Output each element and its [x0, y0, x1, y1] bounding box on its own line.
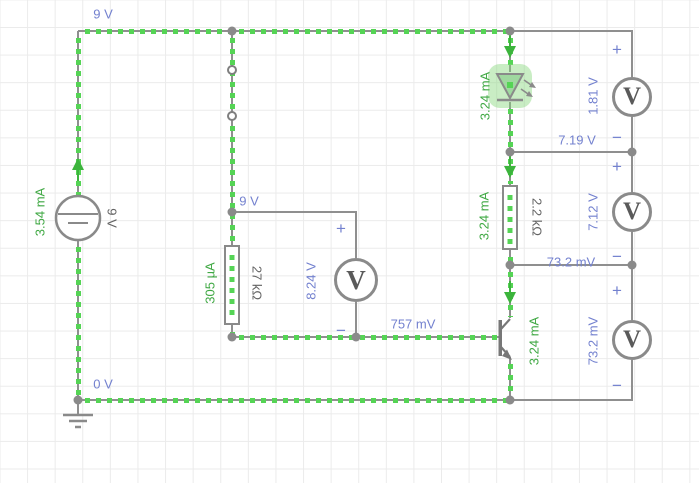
label-vm-led-reading: 1.81 V: [585, 77, 601, 115]
label-led-current: 3.24 mA: [477, 71, 493, 121]
voltmeter-r2[interactable]: V: [612, 192, 652, 232]
label-vm-r2-plus: +: [612, 157, 622, 176]
node-dot: [227, 26, 237, 36]
node-dot: [227, 332, 237, 342]
label-r2-current: 3.24 mA: [476, 191, 492, 241]
resistor-r2[interactable]: [502, 185, 518, 250]
label-rail-top-voltage: 9 V: [93, 6, 113, 22]
current-arrow-led: [504, 35, 516, 58]
node-dot: [227, 207, 237, 217]
label-source-value: 9 V: [104, 208, 120, 228]
led-current-spark: [507, 82, 513, 88]
r2-current-flow: [507, 189, 513, 246]
resistor-r1[interactable]: [224, 245, 240, 325]
node-dot: [505, 395, 515, 405]
wire-top-rail-meter-lead[interactable]: [511, 30, 633, 32]
voltmeter-led-symbol: V: [622, 83, 642, 110]
voltmeter-led[interactable]: V: [612, 77, 652, 117]
switch-post-bottom[interactable]: [227, 111, 237, 121]
voltmeter-r1-symbol: V: [346, 264, 366, 295]
label-vm-r1-minus: −: [336, 321, 346, 340]
wire-node-led-r2[interactable]: [510, 151, 633, 153]
voltmeter-ce-symbol: V: [622, 326, 642, 353]
label-vm-ce-minus: −: [612, 376, 622, 395]
wire-source-bottom[interactable]: [75, 240, 81, 400]
label-vm-led-minus: −: [612, 128, 622, 147]
wire-emitter[interactable]: [507, 357, 513, 400]
wire-led-bottom[interactable]: [507, 102, 513, 152]
node-dot: [627, 147, 637, 157]
wire-vm-r1-minus-lead[interactable]: [355, 302, 357, 337]
wire-vm-r1-top-lead[interactable]: [232, 211, 357, 213]
label-vm-r2-reading: 7.12 V: [585, 193, 601, 231]
wire-vm-r2-top-lead[interactable]: [631, 152, 633, 192]
wire-r2-bottom-stub[interactable]: [507, 250, 513, 265]
wire-bottom-rail[interactable]: [78, 397, 511, 403]
wire-vm-led-bottom-lead[interactable]: [631, 117, 633, 152]
label-vm-led-plus: +: [612, 40, 622, 59]
label-vm-ce-plus: +: [612, 281, 622, 300]
wire-node-collector[interactable]: [510, 264, 633, 266]
label-node-led-r2: 7.19 V: [558, 132, 596, 148]
label-node-r1-top: 9 V: [239, 193, 259, 209]
voltage-source[interactable]: [54, 194, 102, 242]
wire-vm-r1-plus-lead[interactable]: [355, 211, 357, 258]
label-r1-value: 27 kΩ: [249, 265, 265, 301]
current-arrow-source: [72, 158, 84, 181]
wire-r1-bottom-stub[interactable]: [229, 325, 235, 337]
wire-vm-ce-bottom-lead[interactable]: [631, 360, 633, 401]
voltmeter-r2-symbol: V: [622, 198, 642, 225]
transistor-npn[interactable]: [488, 312, 522, 364]
label-vm-r1-plus: +: [336, 219, 346, 238]
node-dot: [351, 332, 361, 342]
wire-vm-r2-bottom-lead[interactable]: [631, 232, 633, 265]
label-vm-ce-reading: 73.2 mV: [585, 316, 601, 366]
wire-vm-ce-top-lead[interactable]: [631, 265, 633, 320]
switch-post-top[interactable]: [227, 65, 237, 75]
wire-ground-stub[interactable]: [77, 400, 79, 415]
node-dot: [73, 395, 83, 405]
label-vm-r1-reading: 8.24 V: [303, 262, 319, 300]
current-arrow-collector: [504, 281, 516, 304]
voltmeter-r1[interactable]: V: [334, 258, 378, 302]
node-dot: [505, 260, 515, 270]
wire-base[interactable]: [232, 334, 501, 340]
label-node-base: 757 mV: [390, 316, 436, 332]
wire-top-rail[interactable]: [78, 28, 511, 34]
wire-bottom-rail-meter-lead[interactable]: [511, 399, 633, 401]
label-transistor-current: 3.24 mA: [526, 316, 542, 366]
label-r1-current: 305 µA: [202, 262, 218, 304]
wire-switch-branch[interactable]: [229, 31, 235, 245]
wire-vm-led-top-lead[interactable]: [631, 31, 633, 77]
ground-symbol[interactable]: [60, 413, 96, 433]
r1-current-flow: [229, 249, 235, 321]
label-node-collector: 73.2 mV: [546, 254, 596, 270]
node-dot: [627, 260, 637, 270]
label-rail-bottom-voltage: 0 V: [93, 376, 113, 392]
label-vm-r2-minus: −: [612, 247, 622, 266]
current-arrow-r2: [504, 155, 516, 178]
label-r2-value: 2.2 kΩ: [529, 198, 545, 236]
voltmeter-ce[interactable]: V: [612, 320, 652, 360]
label-source-current: 3.54 mA: [32, 187, 48, 237]
wire-source-top[interactable]: [75, 31, 81, 196]
node-dot: [505, 26, 515, 36]
node-dot: [505, 147, 515, 157]
